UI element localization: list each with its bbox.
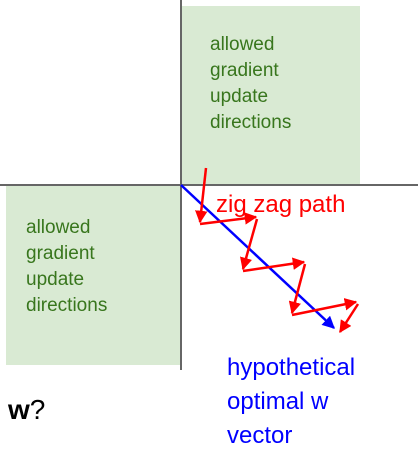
w-question-label: w? [7,394,45,425]
w-bold-letter: w [7,394,30,425]
top-right-label-line: directions [210,112,291,133]
top-right-allowed-region [181,6,360,184]
top-right-region-label: allowed gradient update directions [210,34,291,133]
zigzag-segment [338,303,360,334]
bottom-left-label-line: gradient [26,243,95,264]
vector-label-line: vector [227,422,292,449]
bottom-left-region-label: allowed gradient update directions [26,217,107,316]
zigzag-segment [291,298,358,317]
zigzag-segment [240,218,259,271]
optimal-w-vector-arrow [180,184,335,329]
zigzag-path-label: zig zag path [216,191,345,218]
top-right-label-line: gradient [210,60,279,81]
top-right-label-line: update [210,86,268,107]
zigzag-segment [242,257,306,273]
vector-label-line: optimal w [227,388,329,415]
vector-label-line: hypothetical [227,354,355,381]
bottom-left-allowed-region [6,186,181,365]
bottom-left-label-line: update [26,269,84,290]
bottom-left-label-line: allowed [26,217,90,238]
optimal-w-vector-label: hypothetical optimal w vector [227,354,362,449]
w-question-mark: ? [30,394,46,425]
zigzag-segment [199,212,258,226]
top-right-label-line: allowed [210,34,274,55]
zigzag-segment [288,263,307,315]
bottom-left-label-line: directions [26,295,107,316]
zigzag-segment [195,167,208,224]
